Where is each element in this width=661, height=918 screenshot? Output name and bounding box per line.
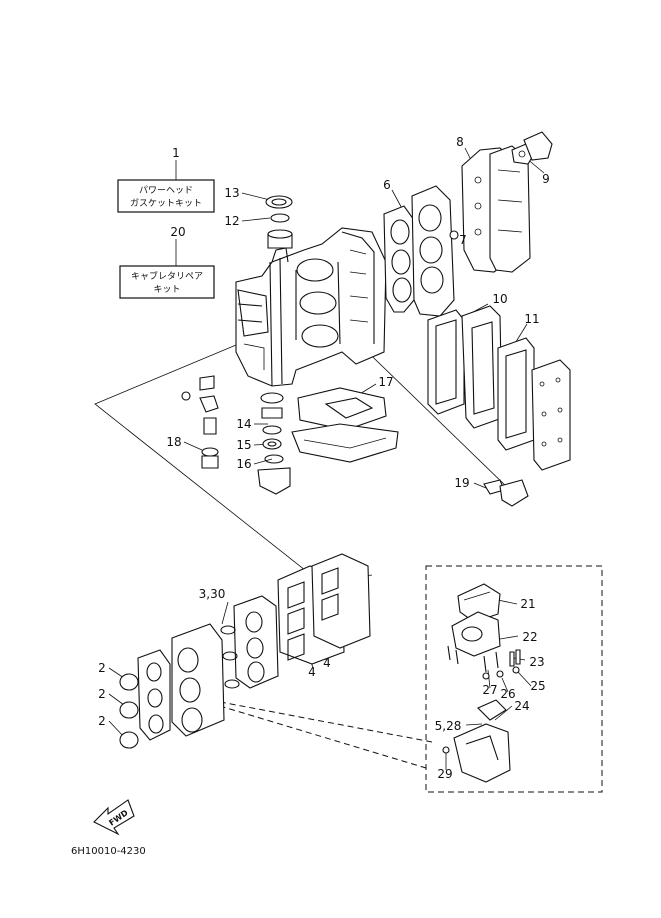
callout-9: 9 [542,172,550,186]
cylinder-block [235,227,387,387]
callout-21: 21 [520,597,535,611]
callout-12: 12 [224,214,239,228]
head-gasket [383,205,415,313]
callout-2c: 2 [98,714,106,728]
washer-7 [449,230,459,240]
kit-box-carburetor-repair: キャブレタリペア キット [119,239,215,299]
intake-gaskets [277,553,371,665]
callouts: 1 20 2 2 2 3,30 4 4 5,28 6 7 8 9 10 11 1… [98,135,550,781]
crank-seal-stack [265,195,293,249]
callout-29: 29 [437,767,452,781]
carburetor-inset-frame [425,565,603,793]
callout-4a: 4 [308,665,316,679]
callout-2b: 2 [98,687,106,701]
callout-22: 22 [522,630,537,644]
callout-8: 8 [456,135,464,149]
exhaust-outer-gasket [497,337,571,471]
callout-20: 20 [170,225,185,239]
lower-casing [291,423,399,463]
reed-plate [233,595,279,689]
o-rings [220,625,240,689]
thermostat-parts [181,375,219,469]
exhaust-inner-gasket [427,305,503,429]
base-gasket [297,387,387,431]
carburetor-parts [442,583,521,783]
manifold-gaskets [119,649,171,749]
callout-26: 26 [500,687,515,701]
fwd-arrow-icon: FWD [93,799,135,836]
callout-4b: 4 [323,656,331,670]
callout-17: 17 [378,375,393,389]
callout-11: 11 [524,312,539,326]
intake-manifold [171,623,225,737]
callout-15: 15 [236,438,251,452]
kit-box-1-line-1: パワーヘッド [139,185,193,196]
part-number: 6H10010-4230 [71,846,146,857]
kit-box-powerhead-gasket: パワーヘッド ガスケットキット [117,160,215,213]
callout-27: 27 [482,683,497,697]
callout-2a: 2 [98,661,106,675]
callout-13: 13 [224,186,239,200]
lower-seal-stack [257,392,291,495]
callout-18: 18 [166,435,181,449]
kit-box-1-line-2: ガスケットキット [130,198,202,209]
callout-7: 7 [459,233,467,247]
callout-3-30: 3,30 [199,587,226,601]
kit-box-20-line-1: キャブレタリペア [131,270,203,282]
callout-6: 6 [383,178,391,192]
callout-25: 25 [530,679,545,693]
callout-14: 14 [236,417,251,431]
head-cover [489,145,531,273]
callout-1: 1 [172,146,180,160]
callout-24: 24 [514,699,529,713]
callout-5-28: 5,28 [435,719,462,733]
kit-box-20-line-2: キット [153,285,180,295]
callout-16: 16 [236,457,251,471]
callout-19: 19 [454,476,469,490]
callout-23: 23 [529,655,544,669]
callout-10: 10 [492,292,507,306]
thermostat-gasket [511,131,553,165]
anode-cover [483,479,529,507]
cylinder-head [411,185,455,317]
